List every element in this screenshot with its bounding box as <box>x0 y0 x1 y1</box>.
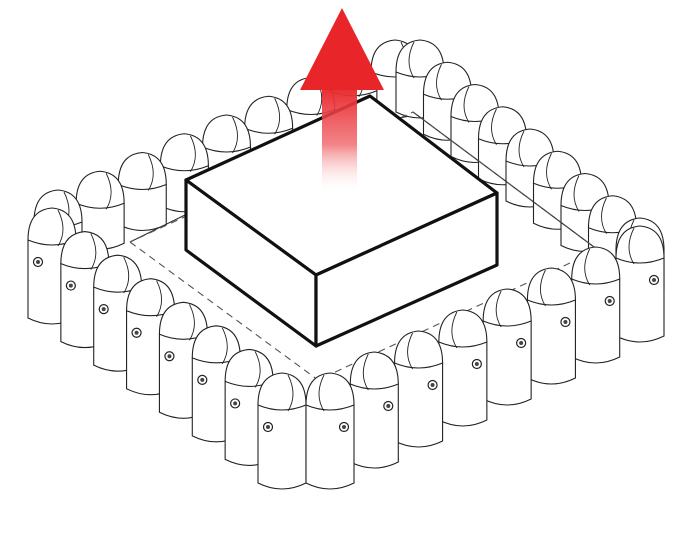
float-pod-icon <box>571 246 621 364</box>
float-pod-icon <box>438 309 488 427</box>
float-pod-icon <box>305 372 355 490</box>
float-pod-icon <box>526 267 576 385</box>
arrow-head <box>300 8 384 90</box>
box-right-face <box>314 191 499 348</box>
front-right-pod-row <box>305 225 665 490</box>
front-left-pod-row <box>27 207 307 490</box>
up-arrow-icon <box>300 8 384 194</box>
float-pod-icon <box>349 351 399 469</box>
float-pod-icon <box>482 288 532 406</box>
float-pod-icon <box>615 225 665 343</box>
float-pod-icon <box>117 151 167 232</box>
float-pod-icon <box>257 372 307 490</box>
float-pod-icon <box>394 330 444 448</box>
arrow-shaft <box>322 84 357 194</box>
